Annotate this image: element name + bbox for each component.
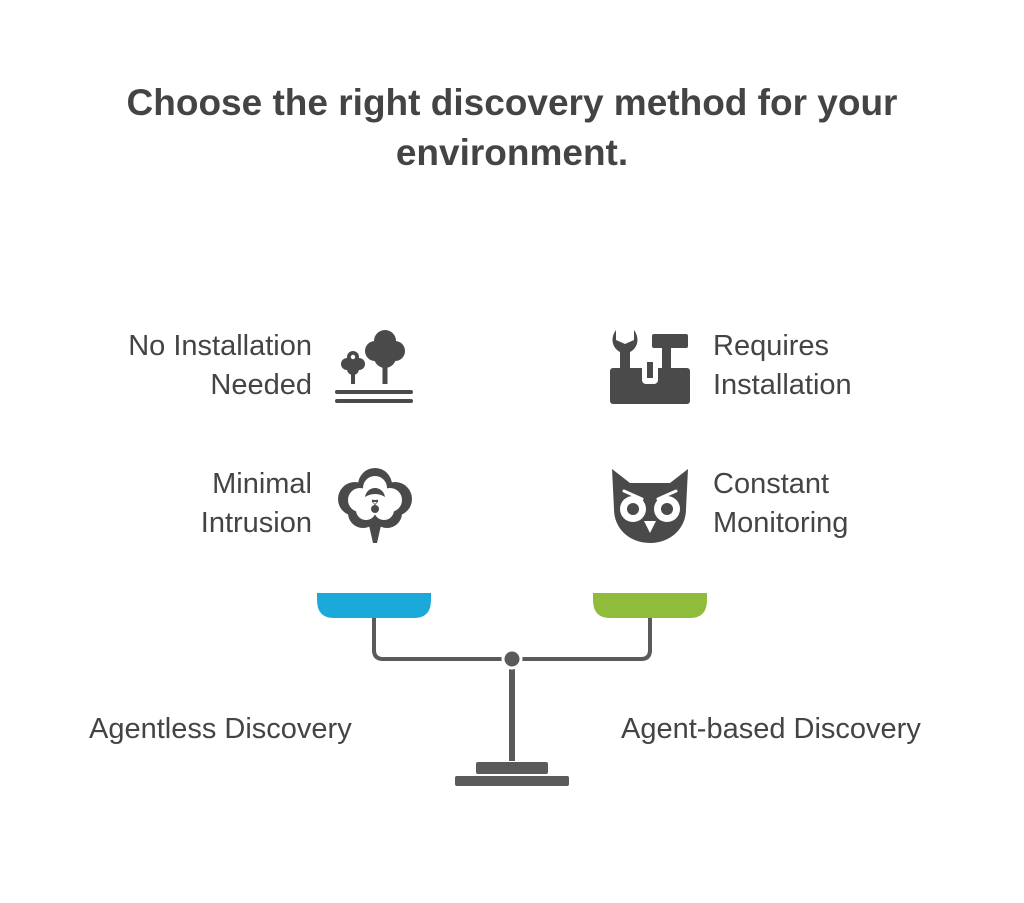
title-line-2: environment. bbox=[395, 132, 629, 173]
trees-icon bbox=[333, 324, 417, 408]
cloud-icon bbox=[333, 463, 417, 547]
scale-pivot bbox=[501, 648, 523, 670]
feature-label-line-1: Requires bbox=[713, 330, 830, 362]
feature-label-line-2: Monitoring bbox=[713, 507, 849, 539]
feature-label-line-2: Intrusion bbox=[200, 507, 312, 539]
left-pan bbox=[317, 593, 431, 618]
feature-requires-installation: Requires Installation bbox=[713, 327, 852, 405]
scale-base-bottom bbox=[455, 776, 569, 786]
scale-post bbox=[509, 661, 515, 761]
feature-no-installation: No Installation Needed bbox=[128, 327, 312, 405]
feature-label-line-1: Minimal bbox=[212, 468, 312, 500]
agentless-discovery-label: Agentless Discovery bbox=[89, 713, 352, 745]
agent-based-discovery-label: Agent-based Discovery bbox=[621, 713, 921, 745]
feature-constant-monitoring: Constant Monitoring bbox=[713, 465, 848, 543]
page-title: Choose the right discovery method for yo… bbox=[0, 78, 1024, 178]
feature-label-line-1: No Installation bbox=[128, 330, 312, 362]
feature-label-line-1: Constant bbox=[713, 468, 830, 500]
feature-label-line-2: Installation bbox=[713, 369, 852, 401]
feature-minimal-intrusion: Minimal Intrusion bbox=[201, 465, 312, 543]
right-pan bbox=[593, 593, 707, 618]
feature-label-line-2: Needed bbox=[210, 369, 312, 401]
title-line-1: Choose the right discovery method for yo… bbox=[126, 82, 898, 123]
scale-base-top bbox=[476, 762, 548, 774]
tools-icon bbox=[608, 324, 692, 408]
owl-icon bbox=[608, 463, 692, 547]
